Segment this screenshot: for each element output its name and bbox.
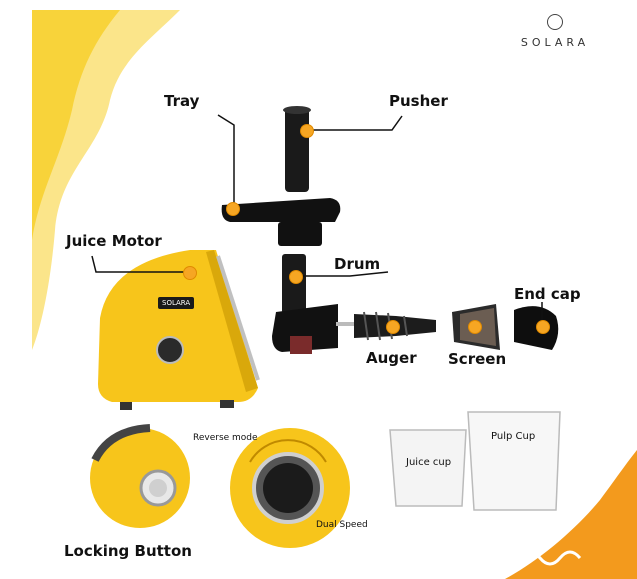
motor-brand-badge: SOLARA — [158, 297, 195, 309]
tray-label: Tray — [164, 92, 200, 110]
pusher-marker-dot — [300, 124, 314, 138]
brand-logo: SOLARA — [510, 14, 600, 49]
drum-leader-line — [300, 271, 389, 277]
juice-cup-label: Juice cup — [406, 457, 452, 468]
auger-label: Auger — [366, 349, 417, 367]
auger-marker-dot — [386, 320, 400, 334]
locking-button-label: Locking Button — [64, 542, 192, 560]
drum-label: Drum — [334, 255, 381, 273]
sun-icon — [547, 14, 563, 30]
drum-marker-dot — [289, 270, 303, 284]
tray-illustration — [221, 198, 341, 222]
screen-marker-dot — [468, 320, 482, 334]
juice-motor-leader-line — [91, 255, 190, 273]
tray-leader-line — [217, 114, 235, 208]
pusher-illustration — [285, 108, 309, 192]
juice-motor-label: Juice Motor — [66, 232, 162, 250]
juice-cup-illustration — [389, 429, 467, 507]
end-cap-label: End cap — [514, 285, 581, 303]
tray-marker-dot — [226, 202, 240, 216]
end-cap-marker-dot — [536, 320, 550, 334]
screen-label: Screen — [448, 350, 507, 368]
brand-name: SOLARA — [520, 36, 590, 49]
pusher-label: Pusher — [389, 92, 448, 110]
pulp-cup-label: Pulp Cup — [491, 431, 536, 442]
orange-corner-decoration — [505, 450, 637, 579]
pusher-leader-line — [308, 115, 403, 131]
dual-speed-label: Dual Speed — [316, 520, 368, 530]
pulp-cup-illustration — [467, 411, 561, 511]
juice-motor-marker-dot — [183, 266, 197, 280]
drum-illustration — [282, 254, 306, 314]
reverse-mode-label: Reverse mode — [193, 433, 258, 443]
